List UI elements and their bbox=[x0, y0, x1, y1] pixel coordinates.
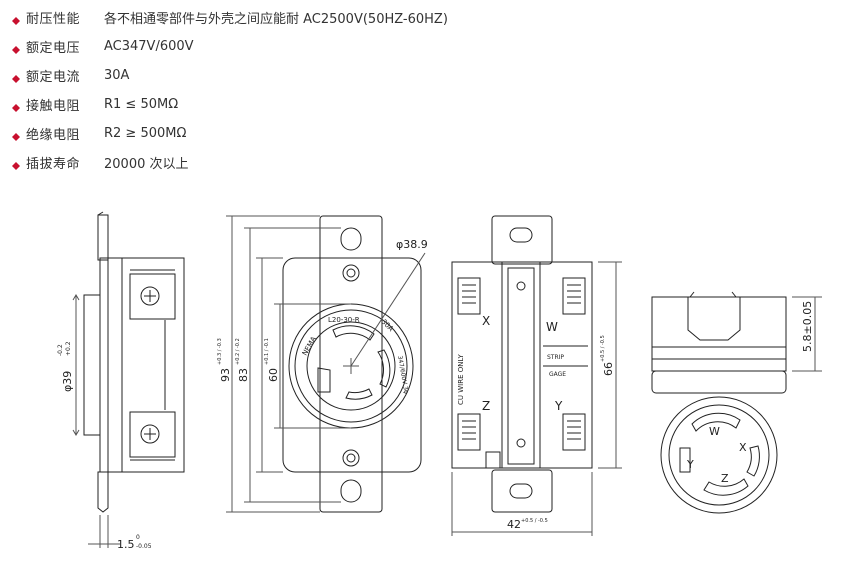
spec-value: 30A bbox=[104, 67, 130, 83]
spec-row-insulation-resistance: 绝缘电阻 R2 ≥ 500MΩ bbox=[8, 120, 186, 146]
front-face-rating-v: 347/600V 3φ bbox=[396, 355, 410, 394]
back-terminal-x: X bbox=[482, 314, 490, 328]
front-dim-height-60-tol: +0.1 / -0.1 bbox=[264, 338, 270, 365]
front-dim-height-93-tol: +0.3 / -0.3 bbox=[217, 338, 223, 365]
back-terminal-w: W bbox=[546, 320, 558, 334]
front-face-model: L20-30-R bbox=[328, 316, 360, 324]
spec-label: 耐压性能 bbox=[26, 11, 81, 27]
side-dim-thickness-tol-upper: 0 bbox=[136, 534, 140, 541]
spec-label: 额定电压 bbox=[26, 40, 81, 56]
back-label-wire: CU WIRE ONLY bbox=[457, 354, 465, 405]
plug-dim-depth: 5.8±0.05 bbox=[801, 301, 814, 352]
back-dim-width: 42 bbox=[507, 518, 521, 531]
spec-label: 绝缘电阻 bbox=[26, 127, 81, 143]
back-dim-width-tol: +0.5 / -0.5 bbox=[521, 518, 548, 524]
side-dim-diameter-tol-upper: -0.2 bbox=[57, 344, 64, 356]
side-dim-thickness: 1.5 bbox=[117, 538, 135, 551]
side-dim-diameter: φ39 bbox=[61, 371, 74, 392]
plug-pin-y: Y bbox=[686, 458, 694, 471]
back-terminal-z: Z bbox=[482, 399, 490, 413]
spec-value: 20000 次以上 bbox=[104, 156, 189, 172]
plug-pin-w: W bbox=[709, 425, 720, 438]
front-dim-height-83-tol: +0.2 / -0.2 bbox=[235, 338, 241, 365]
spec-value: R1 ≤ 50MΩ bbox=[104, 96, 179, 112]
side-view bbox=[72, 211, 185, 548]
back-dim-height: 66 bbox=[602, 362, 615, 376]
front-dim-height-83: 83 bbox=[237, 368, 250, 382]
back-label-gage: GAGE bbox=[549, 371, 566, 378]
side-dim-diameter-tol-lower: +0.2 bbox=[65, 341, 72, 356]
back-terminal-y: Y bbox=[554, 399, 563, 413]
front-dim-height-60: 60 bbox=[267, 368, 280, 382]
front-dim-face-diameter: φ38.9 bbox=[396, 238, 428, 251]
spec-value: AC347V/600V bbox=[104, 38, 194, 54]
back-label-strip: STRIP bbox=[547, 354, 564, 361]
spec-label: 插拔寿命 bbox=[26, 156, 81, 172]
spec-value: R2 ≥ 500MΩ bbox=[104, 125, 187, 141]
spec-row-contact-resistance: 接触电阻 R1 ≤ 50MΩ bbox=[8, 91, 178, 117]
back-view bbox=[451, 215, 622, 536]
spec-row-current: 额定电流 30A bbox=[8, 62, 129, 88]
spec-value: 各不相通零部件与外壳之间应能耐 AC2500V(50HZ-60HZ) bbox=[104, 11, 448, 27]
spec-label: 接触电阻 bbox=[26, 98, 81, 114]
spec-row-lifetime: 插拔寿命 20000 次以上 bbox=[8, 149, 189, 175]
spec-row-voltage: 额定电压 AC347V/600V bbox=[8, 33, 194, 59]
front-view bbox=[226, 215, 426, 513]
spec-label: 额定电流 bbox=[26, 69, 81, 85]
plug-view bbox=[651, 291, 822, 514]
front-dim-height-93: 93 bbox=[219, 368, 232, 382]
spec-row-withstand: 耐压性能 各不相通零部件与外壳之间应能耐 AC2500V(50HZ-60HZ) bbox=[8, 4, 448, 30]
side-dim-thickness-tol-lower: -0.05 bbox=[136, 543, 152, 550]
plug-pin-z: Z bbox=[721, 472, 729, 485]
plug-pin-x: X bbox=[739, 441, 747, 454]
front-face-brand: NEMA bbox=[301, 335, 318, 357]
back-dim-height-tol: +0.5 / -0.5 bbox=[600, 335, 606, 362]
